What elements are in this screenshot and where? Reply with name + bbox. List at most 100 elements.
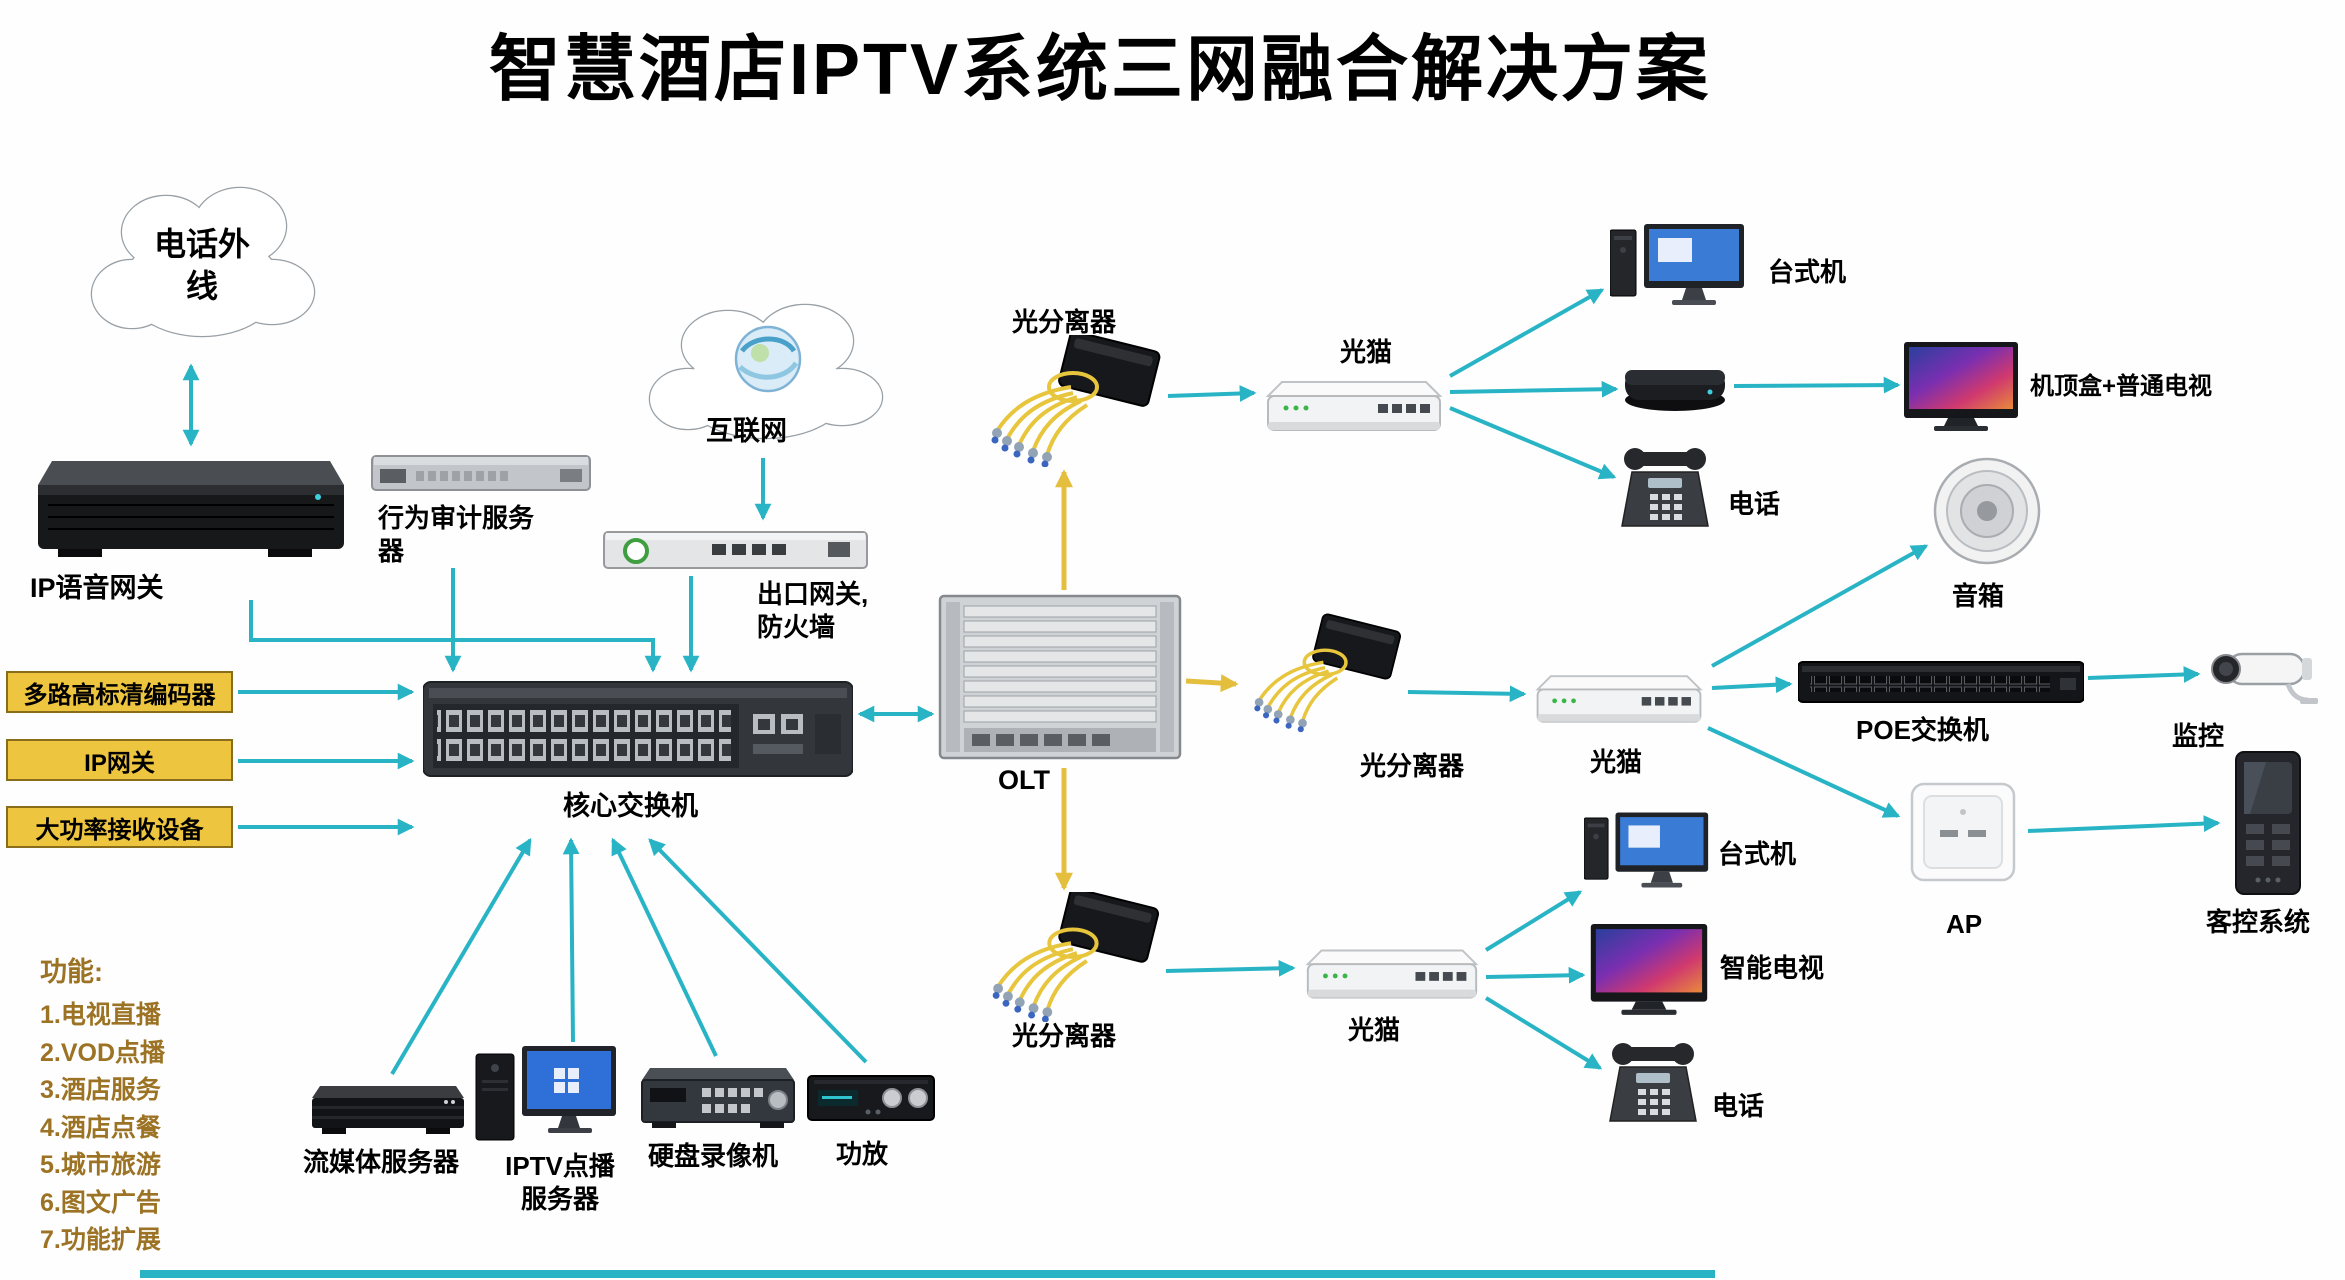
server-workstation-icon (475, 1046, 616, 1141)
core-switch-label: 核心交换机 (563, 791, 698, 821)
phone-line-cloud: 电话外 线 (82, 164, 322, 360)
bottom-divider (140, 1270, 1715, 1278)
camera-label: 监控 (2172, 721, 2225, 751)
modem-icon (1265, 381, 1443, 431)
behavior-audit-server-label: 行为审计服务 器 (378, 503, 535, 566)
cloud-icon (648, 303, 884, 440)
splitter-bottom-device (975, 892, 1165, 1022)
fiber-splitter-icon (991, 335, 1161, 467)
set-top-box-device (1622, 356, 1728, 414)
set-top-box-icon (1625, 370, 1725, 411)
desktop-bottom-label: 台式机 (1718, 839, 1797, 869)
splitter-mid-device (1240, 612, 1405, 737)
smart-tv-device (1590, 924, 1708, 1020)
desktop-computer-icon (1610, 224, 1744, 305)
exit-gateway-firewall-label: 出口网关, 防火墙 (757, 579, 869, 642)
streaming-server-device (306, 1078, 466, 1142)
splitter-mid-label: 光分离器 (1360, 751, 1465, 781)
poe-switch-device (1798, 654, 2084, 710)
guest-control-label: 客控系统 (2206, 907, 2311, 937)
modem-icon (1305, 949, 1479, 999)
behavior-audit-server-device (370, 446, 592, 498)
guest-control-panel-icon (2235, 751, 2301, 895)
tv-icon (1904, 342, 2018, 431)
speaker-device (1932, 456, 2042, 566)
iptv-vod-server-device (474, 1044, 618, 1148)
modem-mid-device (1530, 660, 1708, 736)
phone-line-cloud-label: 电话外 线 (153, 226, 250, 304)
function-item-5: 5.城市旅游 (40, 1151, 161, 1179)
encoder-box: 多路高标清编码器 (6, 671, 233, 713)
speaker-label: 音箱 (1952, 581, 2005, 611)
phone-bottom-device (1608, 1040, 1698, 1136)
smart-tv-icon (1590, 924, 1708, 1015)
internet-cloud-label: 互联网 (706, 416, 787, 446)
stb-tv-label: 机顶盒+普通电视 (2030, 373, 2213, 400)
iptv-vod-server-label: IPTV点播 服务器 (505, 1151, 615, 1214)
amplifier-device (806, 1066, 936, 1130)
ceiling-speaker-icon (1933, 457, 2041, 565)
guest-control-device (2226, 750, 2310, 898)
dvr-label: 硬盘录像机 (648, 1141, 779, 1171)
amplifier-label: 功放 (836, 1139, 889, 1169)
exit-gateway-firewall-device (602, 524, 869, 574)
streaming-server-label: 流媒体服务器 (303, 1147, 460, 1177)
function-item-6: 6.图文广告 (40, 1188, 161, 1217)
telephone-icon (1609, 1043, 1697, 1122)
splitter-top-label: 光分离器 (1012, 307, 1117, 337)
splitter-bottom-label: 光分离器 (1012, 1021, 1117, 1051)
fiber-splitter-icon (992, 892, 1160, 1022)
olt-rack-icon (938, 594, 1182, 760)
cloud-icon (90, 186, 316, 338)
fiber-splitter-icon (1254, 613, 1402, 733)
modem-icon (1535, 675, 1703, 723)
function-item-1: 1.电视直播 (40, 1001, 161, 1029)
ip-voice-gateway-label: IP语音网关 (30, 573, 164, 603)
ip-voice-gateway-device (22, 445, 347, 570)
rack-server-icon (371, 455, 591, 491)
modem-bottom-device (1300, 934, 1484, 1012)
poe-switch-icon (1798, 661, 2084, 703)
functions-title: 功能: (40, 957, 103, 987)
gateway-box-icon (38, 461, 344, 557)
modem-top-device (1260, 366, 1448, 444)
splitter-top-device (975, 335, 1165, 467)
amplifier-icon (807, 1075, 935, 1121)
access-point-icon (1910, 782, 2016, 882)
telephone-icon (1621, 448, 1709, 527)
ap-device (1906, 778, 2020, 886)
cctv-camera-icon (2211, 652, 2318, 704)
desktop-top-label: 台式机 (1768, 257, 1847, 287)
function-item-4: 4.酒店点餐 (40, 1113, 161, 1142)
function-item-7: 7.功能扩展 (40, 1226, 161, 1254)
poe-switch-label: POE交换机 (1856, 715, 1989, 745)
high-power-receiver-box: 大功率接收设备 (6, 806, 233, 848)
modem-bottom-label: 光猫 (1348, 1015, 1401, 1045)
globe-icon (734, 325, 802, 393)
desktop-top-device (1610, 224, 1746, 318)
tv-device (1904, 342, 2018, 436)
camera-device (2204, 630, 2318, 718)
desktop-bottom-device (1584, 808, 1710, 904)
phone-bottom-label: 电话 (1712, 1091, 1765, 1121)
phone-top-device (1620, 446, 1710, 540)
page-title: 智慧酒店IPTV系统三网融合解决方案 (488, 30, 1712, 110)
smart-tv-label: 智能电视 (1720, 953, 1825, 983)
function-item-2: 2.VOD点播 (40, 1038, 166, 1067)
modem-mid-label: 光猫 (1590, 747, 1643, 777)
ip-gateway-box: IP网关 (6, 739, 233, 781)
olt-device (938, 594, 1182, 764)
olt-label: OLT (998, 765, 1050, 795)
media-server-icon (312, 1086, 464, 1134)
phone-top-label: 电话 (1728, 489, 1781, 519)
firewall-icon (603, 531, 868, 569)
function-item-3: 3.酒店服务 (40, 1076, 161, 1104)
dvr-icon (641, 1068, 795, 1128)
dvr-device (638, 1060, 798, 1138)
desktop-computer-icon (1584, 812, 1709, 888)
switch-icon (423, 681, 853, 777)
internet-cloud: 互联网 (640, 287, 890, 455)
ap-label: AP (1946, 909, 1983, 939)
modem-top-label: 光猫 (1340, 337, 1393, 367)
